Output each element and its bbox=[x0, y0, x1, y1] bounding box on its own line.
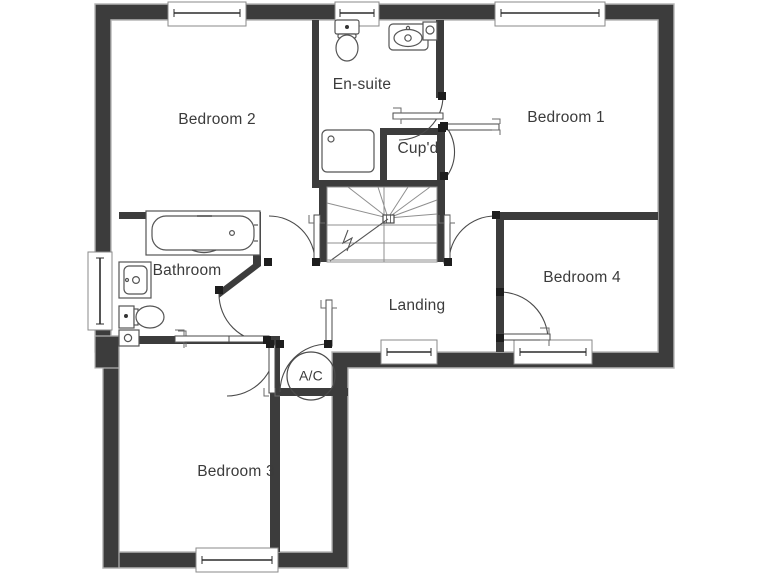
wall-cupboard-top bbox=[380, 128, 444, 135]
wall-ensuite-bedroom1 bbox=[436, 20, 444, 98]
wall-bedroom4-top bbox=[496, 212, 658, 220]
wall-bedroom4-left bbox=[496, 212, 504, 352]
wall-stair-top bbox=[319, 180, 445, 187]
door-bedroom2 bbox=[264, 214, 325, 266]
window-landing-bottom bbox=[380, 339, 438, 365]
room-label-bedroom-1: Bedroom 1 bbox=[527, 109, 605, 126]
internal-walls bbox=[119, 20, 658, 552]
exterior-walls bbox=[94, 3, 675, 569]
door-bedroom3 bbox=[226, 340, 280, 397]
door-ac bbox=[276, 299, 337, 393]
ac-circle-icon bbox=[286, 351, 336, 401]
doors bbox=[174, 92, 551, 397]
wall-ac-bedroom3-divider bbox=[270, 336, 280, 552]
door-cupboard bbox=[440, 118, 501, 180]
wall-stair-left bbox=[319, 180, 327, 262]
wall-bedroom2-ensuite bbox=[312, 20, 319, 188]
wall-ac-bottom bbox=[270, 388, 348, 396]
ensuite-toilet-fixture bbox=[334, 19, 360, 62]
room-label-en-suite: En-suite bbox=[333, 76, 391, 93]
window-bedroom3-bottom bbox=[195, 547, 279, 573]
room-labels: Bedroom 2 Bedroom 1 En-suite Cup'd Bathr… bbox=[153, 76, 621, 480]
wall-bathroom-chamfer bbox=[219, 258, 261, 298]
window-bedroom2-top bbox=[167, 1, 247, 27]
door-bedroom1 bbox=[438, 211, 500, 266]
door-bathroom-leaf bbox=[174, 329, 230, 348]
room-label-bedroom-2: Bedroom 2 bbox=[178, 111, 256, 128]
exterior-wall-left-notch bbox=[94, 335, 120, 369]
door-bedroom4 bbox=[496, 288, 551, 346]
staircase bbox=[326, 186, 438, 263]
windows bbox=[87, 1, 606, 573]
room-label-bedroom-4: Bedroom 4 bbox=[543, 269, 621, 286]
wall-stair-right bbox=[437, 180, 445, 262]
wall-cupboard-left bbox=[380, 128, 387, 180]
room-label-ac-cupboard: A/C bbox=[299, 368, 323, 384]
window-bathroom-left bbox=[87, 251, 113, 331]
ensuite-small-fitting bbox=[422, 21, 438, 41]
wall-cupboard-right bbox=[437, 128, 445, 180]
window-bedroom1-top bbox=[494, 1, 606, 27]
room-label-cupboard: Cup'd bbox=[397, 140, 438, 157]
room-label-bedroom-3: Bedroom 3 bbox=[197, 463, 275, 480]
ac-cupboard-symbol bbox=[286, 351, 336, 401]
bathroom-toilet-fixture bbox=[118, 305, 165, 329]
bathroom-small-fitting bbox=[118, 329, 140, 347]
bathroom-basin-fixture bbox=[118, 261, 152, 299]
fixtures bbox=[118, 19, 438, 347]
room-label-landing: Landing bbox=[389, 297, 446, 314]
window-bedroom4-bottom bbox=[513, 339, 593, 365]
ensuite-shower-tray bbox=[321, 129, 375, 173]
ensuite-basin-fixture bbox=[388, 23, 429, 51]
room-label-bathroom: Bathroom bbox=[153, 262, 222, 279]
bathroom-bathtub bbox=[145, 210, 261, 256]
